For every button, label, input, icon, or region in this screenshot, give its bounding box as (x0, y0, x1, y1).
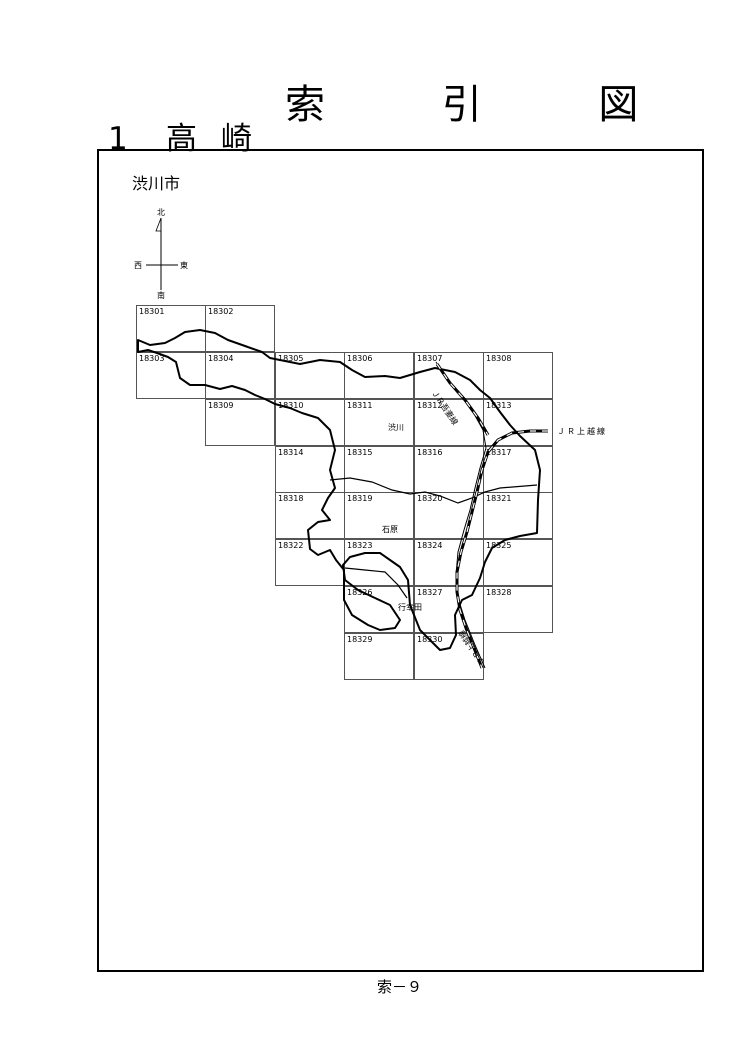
place-shibukawa: 渋川 (388, 423, 404, 432)
grid-cell-label: 18326 (347, 588, 373, 597)
map-frame (97, 149, 704, 972)
compass-south: 南 (157, 291, 165, 300)
district-boundary (329, 477, 538, 504)
page-title: 索 引 図 (285, 82, 691, 128)
grid-cell-label: 18323 (347, 541, 373, 550)
grid-cell-label: 18328 (486, 588, 512, 597)
grid-cell-label: 18315 (347, 448, 373, 457)
grid-cell-18325: 18325 (483, 539, 553, 586)
section-number: 1 (108, 121, 128, 157)
grid-cell-label: 18311 (347, 401, 373, 410)
rail-joetsu (455, 429, 548, 669)
grid-cell-label: 18316 (417, 448, 443, 457)
grid-cell-18326: 18326 (344, 586, 414, 633)
grid-cell-18308: 18308 (483, 352, 553, 399)
rail-label-joetsu-east: ＪＲ上越線 (557, 427, 607, 436)
grid-cell-label: 18301 (139, 307, 165, 316)
grid-cell-18319: 18319 (344, 492, 414, 539)
grid-cell-label: 18303 (139, 354, 165, 363)
grid-cell-label: 18319 (347, 494, 373, 503)
place-gyoukouden: 行幸田 (398, 603, 422, 612)
compass-north: 北 (157, 208, 165, 217)
grid-cell-18311: 18311 (344, 399, 414, 446)
compass-west: 西 (134, 261, 142, 270)
grid-cell-label: 18320 (417, 494, 443, 503)
grid-cell-label: 18305 (278, 354, 304, 363)
grid-cell-label: 18324 (417, 541, 443, 550)
grid-cell-label: 18327 (417, 588, 443, 597)
city-label: 渋川市 (132, 174, 181, 193)
section-heading: 1 高崎 (108, 113, 276, 158)
grid-cell-18304: 18304 (205, 352, 275, 399)
grid-cell-18309: 18309 (205, 399, 275, 446)
grid-cell-label: 18306 (347, 354, 373, 363)
grid-cell-18313: 18313 (483, 399, 553, 446)
rail-agatsuma-inner (436, 363, 489, 436)
grid-cell-label: 18314 (278, 448, 304, 457)
grid-cell-label: 18307 (417, 354, 443, 363)
grid-cell-label: 18310 (278, 401, 304, 410)
page-number: 索－９ (377, 978, 423, 996)
grid-cell-label: 18313 (486, 401, 512, 410)
grid-cell-18329: 18329 (344, 633, 414, 680)
grid-cell-label: 18318 (278, 494, 304, 503)
rail-joetsu-inner (456, 430, 548, 669)
section-name: 高崎 (166, 121, 276, 157)
grid-cell-18328: 18328 (483, 586, 553, 633)
grid-cell-label: 18321 (486, 494, 512, 503)
place-ishihara: 石原 (382, 525, 398, 534)
grid-cell-label: 18317 (486, 448, 512, 457)
compass-east: 東 (180, 261, 188, 270)
grid-cell-label: 18312 (417, 401, 443, 410)
grid-cell-18302: 18302 (205, 305, 275, 352)
grid-cell-18306: 18306 (344, 352, 414, 399)
grid-cell-label: 18302 (208, 307, 234, 316)
grid-cell-label: 18304 (208, 354, 234, 363)
city-boundary (137, 329, 541, 651)
grid-cell-label: 18325 (486, 541, 512, 550)
grid-cell-label: 18308 (486, 354, 512, 363)
grid-cell-label: 18329 (347, 635, 373, 644)
district-boundary (344, 567, 408, 599)
grid-cell-label: 18309 (208, 401, 234, 410)
grid-cell-label: 18322 (278, 541, 304, 550)
grid-cell-18321: 18321 (483, 492, 553, 539)
